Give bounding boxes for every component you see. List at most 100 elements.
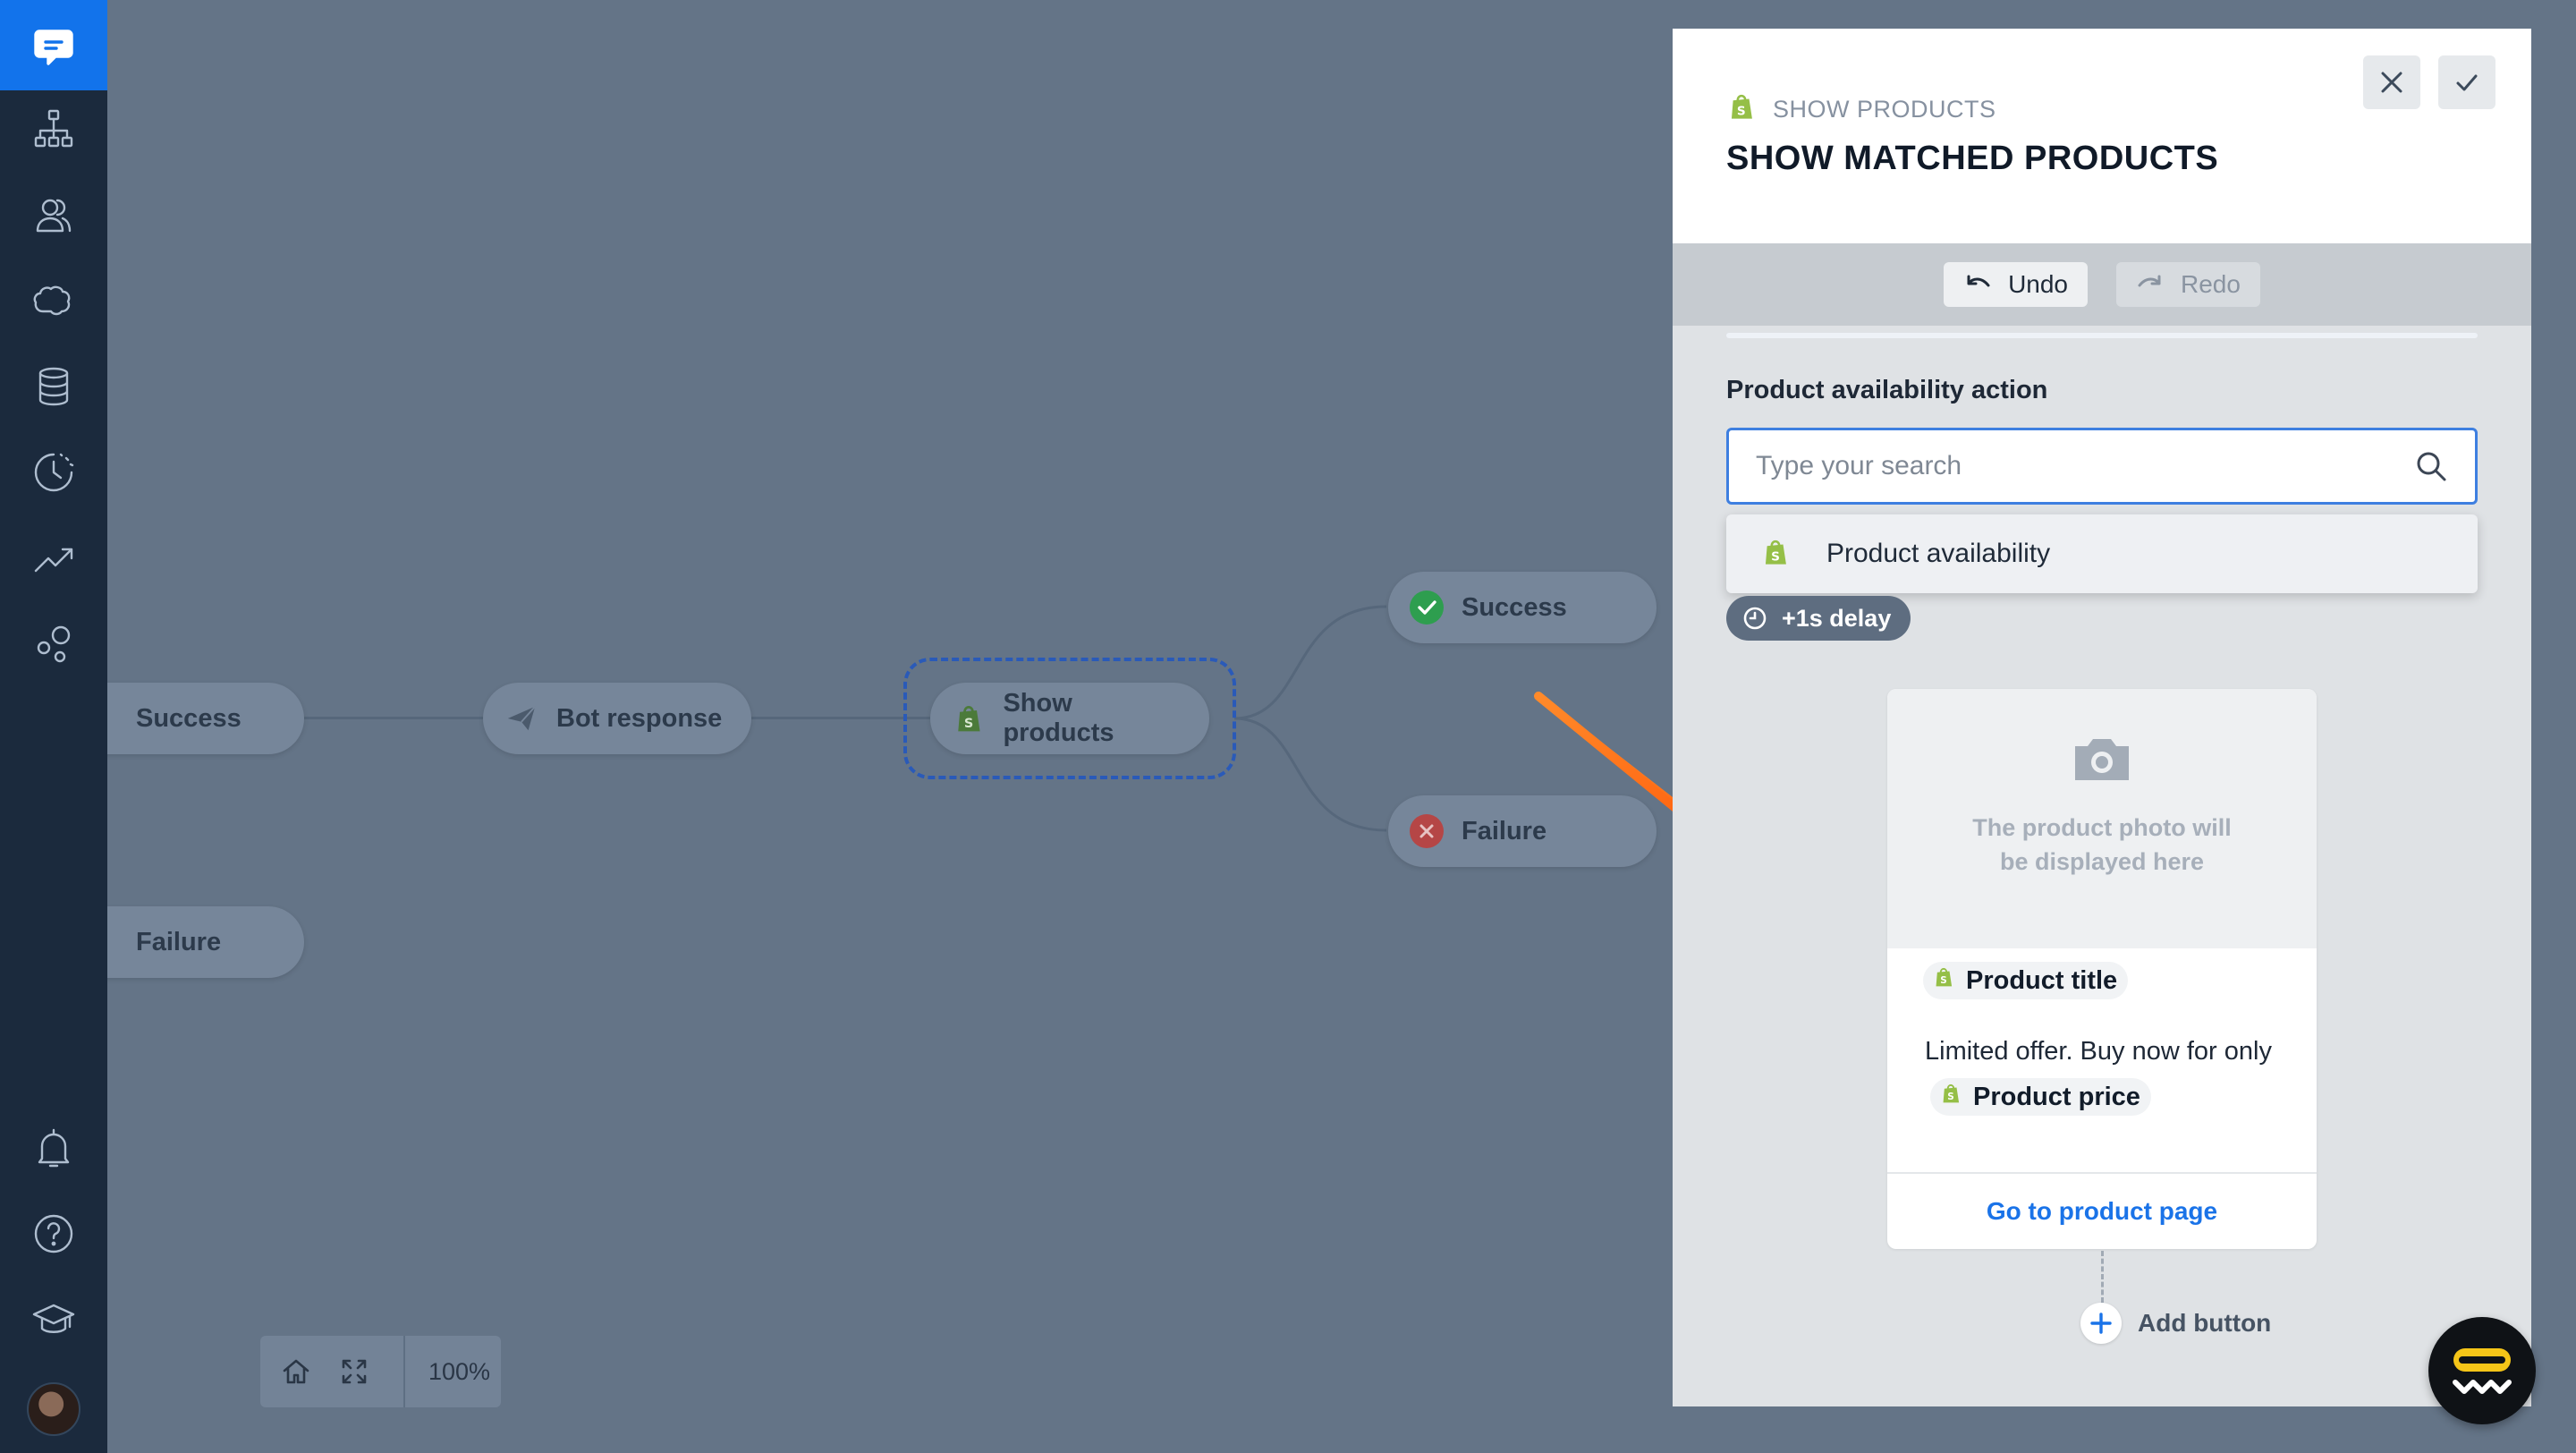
fullscreen-button[interactable] — [332, 1336, 377, 1407]
node-label: Failure — [136, 927, 222, 956]
redo-button[interactable]: Redo — [2116, 262, 2260, 307]
home-button[interactable] — [260, 1336, 332, 1407]
app-logo[interactable] — [0, 0, 107, 90]
product-card: The product photo will be displayed here… — [1887, 689, 2317, 1249]
bell-icon — [38, 1128, 70, 1168]
delay-badge[interactable]: +1s delay — [1726, 596, 1911, 641]
node-success-left[interactable]: Success — [107, 683, 304, 754]
home-icon — [283, 1359, 309, 1384]
add-button[interactable]: Add button — [2080, 1303, 2271, 1344]
photo-placeholder-text: The product photo will be displayed here — [1972, 814, 2232, 875]
check-icon — [2456, 74, 2478, 91]
dropdown-option[interactable]: S Product availability — [1726, 514, 2478, 593]
product-title: Product title — [1966, 965, 2118, 995]
chat-logo-icon — [34, 29, 73, 65]
sidebar-item-help[interactable] — [0, 1198, 107, 1270]
node-label: Success — [1462, 592, 1567, 622]
sidebar-item-history[interactable] — [0, 437, 107, 508]
undo-button[interactable]: Undo — [1944, 262, 2088, 307]
help-icon — [34, 1214, 73, 1253]
chat-widget-launcher[interactable] — [2428, 1317, 2536, 1424]
search-input[interactable] — [1756, 451, 2414, 481]
field-label: Product availability action — [1726, 376, 2048, 404]
redo-label: Redo — [2181, 270, 2241, 298]
panel-header: S SHOW PRODUCTS SHOW MATCHED PRODUCTS — [1673, 29, 2531, 243]
svg-text:S: S — [964, 717, 973, 731]
product-price-chip[interactable]: S Product price — [1930, 1075, 2151, 1119]
sidebar-item-analytics[interactable] — [0, 523, 107, 594]
add-button-connector — [2101, 1251, 2104, 1303]
connector — [751, 717, 930, 719]
product-price: Product price — [1973, 1083, 2140, 1112]
search-icon[interactable] — [2414, 449, 2448, 483]
shopify-icon: S — [1760, 537, 1791, 572]
search-field — [1726, 428, 2478, 505]
node-settings-panel: S SHOW PRODUCTS SHOW MATCHED PRODUCTS Un… — [1673, 29, 2531, 1406]
sidebar-item-data[interactable] — [0, 351, 107, 422]
database-icon — [38, 367, 69, 406]
undo-icon — [1967, 275, 1990, 287]
undo-label: Undo — [2008, 270, 2068, 298]
fullscreen-icon — [342, 1359, 367, 1384]
close-button[interactable] — [2363, 55, 2420, 109]
node-success-right[interactable]: Success — [1388, 572, 1657, 643]
history-toolbar: Undo Redo — [1673, 243, 2531, 326]
redo-icon — [2138, 275, 2161, 287]
flow-connections — [1233, 605, 1387, 832]
product-photo-placeholder[interactable]: The product photo will be displayed here — [1887, 689, 2317, 948]
confirm-button[interactable] — [2438, 55, 2496, 109]
panel-title: SHOW MATCHED PRODUCTS — [1726, 140, 2219, 177]
node-label: Show products — [1003, 689, 1114, 747]
flow-canvas[interactable]: Success Failure Bot response S Show prod… — [107, 0, 1673, 1453]
node-label: Failure — [1462, 816, 1547, 845]
graduation-cap-icon — [32, 1304, 75, 1333]
shopify-icon: S — [1939, 1075, 1962, 1119]
node-label: Success — [136, 703, 242, 733]
sidebar-item-integrations[interactable] — [0, 608, 107, 680]
trending-icon — [34, 548, 73, 573]
history-icon — [34, 453, 74, 492]
sidebar-item-flows[interactable] — [0, 93, 107, 165]
check-circle-icon — [1410, 591, 1444, 625]
sidebar-item-users[interactable] — [0, 179, 107, 251]
divider — [1726, 333, 2478, 338]
node-bot-response[interactable]: Bot response — [483, 683, 751, 754]
sidebar-item-notifications[interactable] — [0, 1112, 107, 1184]
shopify-icon: S — [1726, 91, 1757, 128]
camera-icon — [2075, 739, 2129, 780]
svg-text:S: S — [1940, 975, 1946, 986]
widget-logo-icon — [2453, 1348, 2512, 1394]
brain-icon — [33, 285, 71, 316]
avatar[interactable] — [27, 1382, 80, 1436]
svg-text:S: S — [1771, 549, 1780, 564]
sidebar-item-training[interactable] — [0, 265, 107, 336]
node-show-products[interactable]: S Show products — [930, 683, 1209, 754]
svg-text:S: S — [1947, 1092, 1953, 1102]
shopify-icon: S — [952, 701, 985, 735]
go-to-product-page-button[interactable]: Go to product page — [1986, 1197, 2218, 1225]
send-icon — [504, 701, 538, 735]
close-icon — [2381, 72, 2402, 93]
shopify-icon: S — [1932, 965, 1955, 996]
clock-icon — [1743, 607, 1767, 630]
bubbles-icon — [37, 625, 71, 663]
users-icon — [36, 199, 72, 233]
zoom-level[interactable]: 100% — [403, 1336, 501, 1407]
svg-text:S: S — [1737, 104, 1746, 118]
sidebar — [0, 0, 107, 1453]
description-text: Limited offer. Buy now for only — [1925, 1037, 2272, 1066]
zoom-toolbar: 100% — [260, 1336, 501, 1407]
x-circle-icon — [1410, 814, 1444, 848]
node-failure-right[interactable]: Failure — [1388, 795, 1657, 867]
node-label: Bot response — [556, 703, 723, 733]
sidebar-item-academy[interactable] — [0, 1284, 107, 1355]
panel-kicker: S SHOW PRODUCTS — [1726, 91, 1996, 128]
selected-node-outline — [903, 658, 1236, 779]
add-button-label: Add button — [2138, 1309, 2272, 1337]
connector — [304, 717, 590, 719]
product-description[interactable]: Limited offer. Buy now for only S Produc… — [1925, 1029, 2283, 1118]
node-failure-left[interactable]: Failure — [107, 906, 304, 978]
plus-icon — [2080, 1303, 2122, 1344]
divider — [1887, 1172, 2317, 1174]
product-title-chip[interactable]: S Product title — [1923, 962, 2129, 999]
